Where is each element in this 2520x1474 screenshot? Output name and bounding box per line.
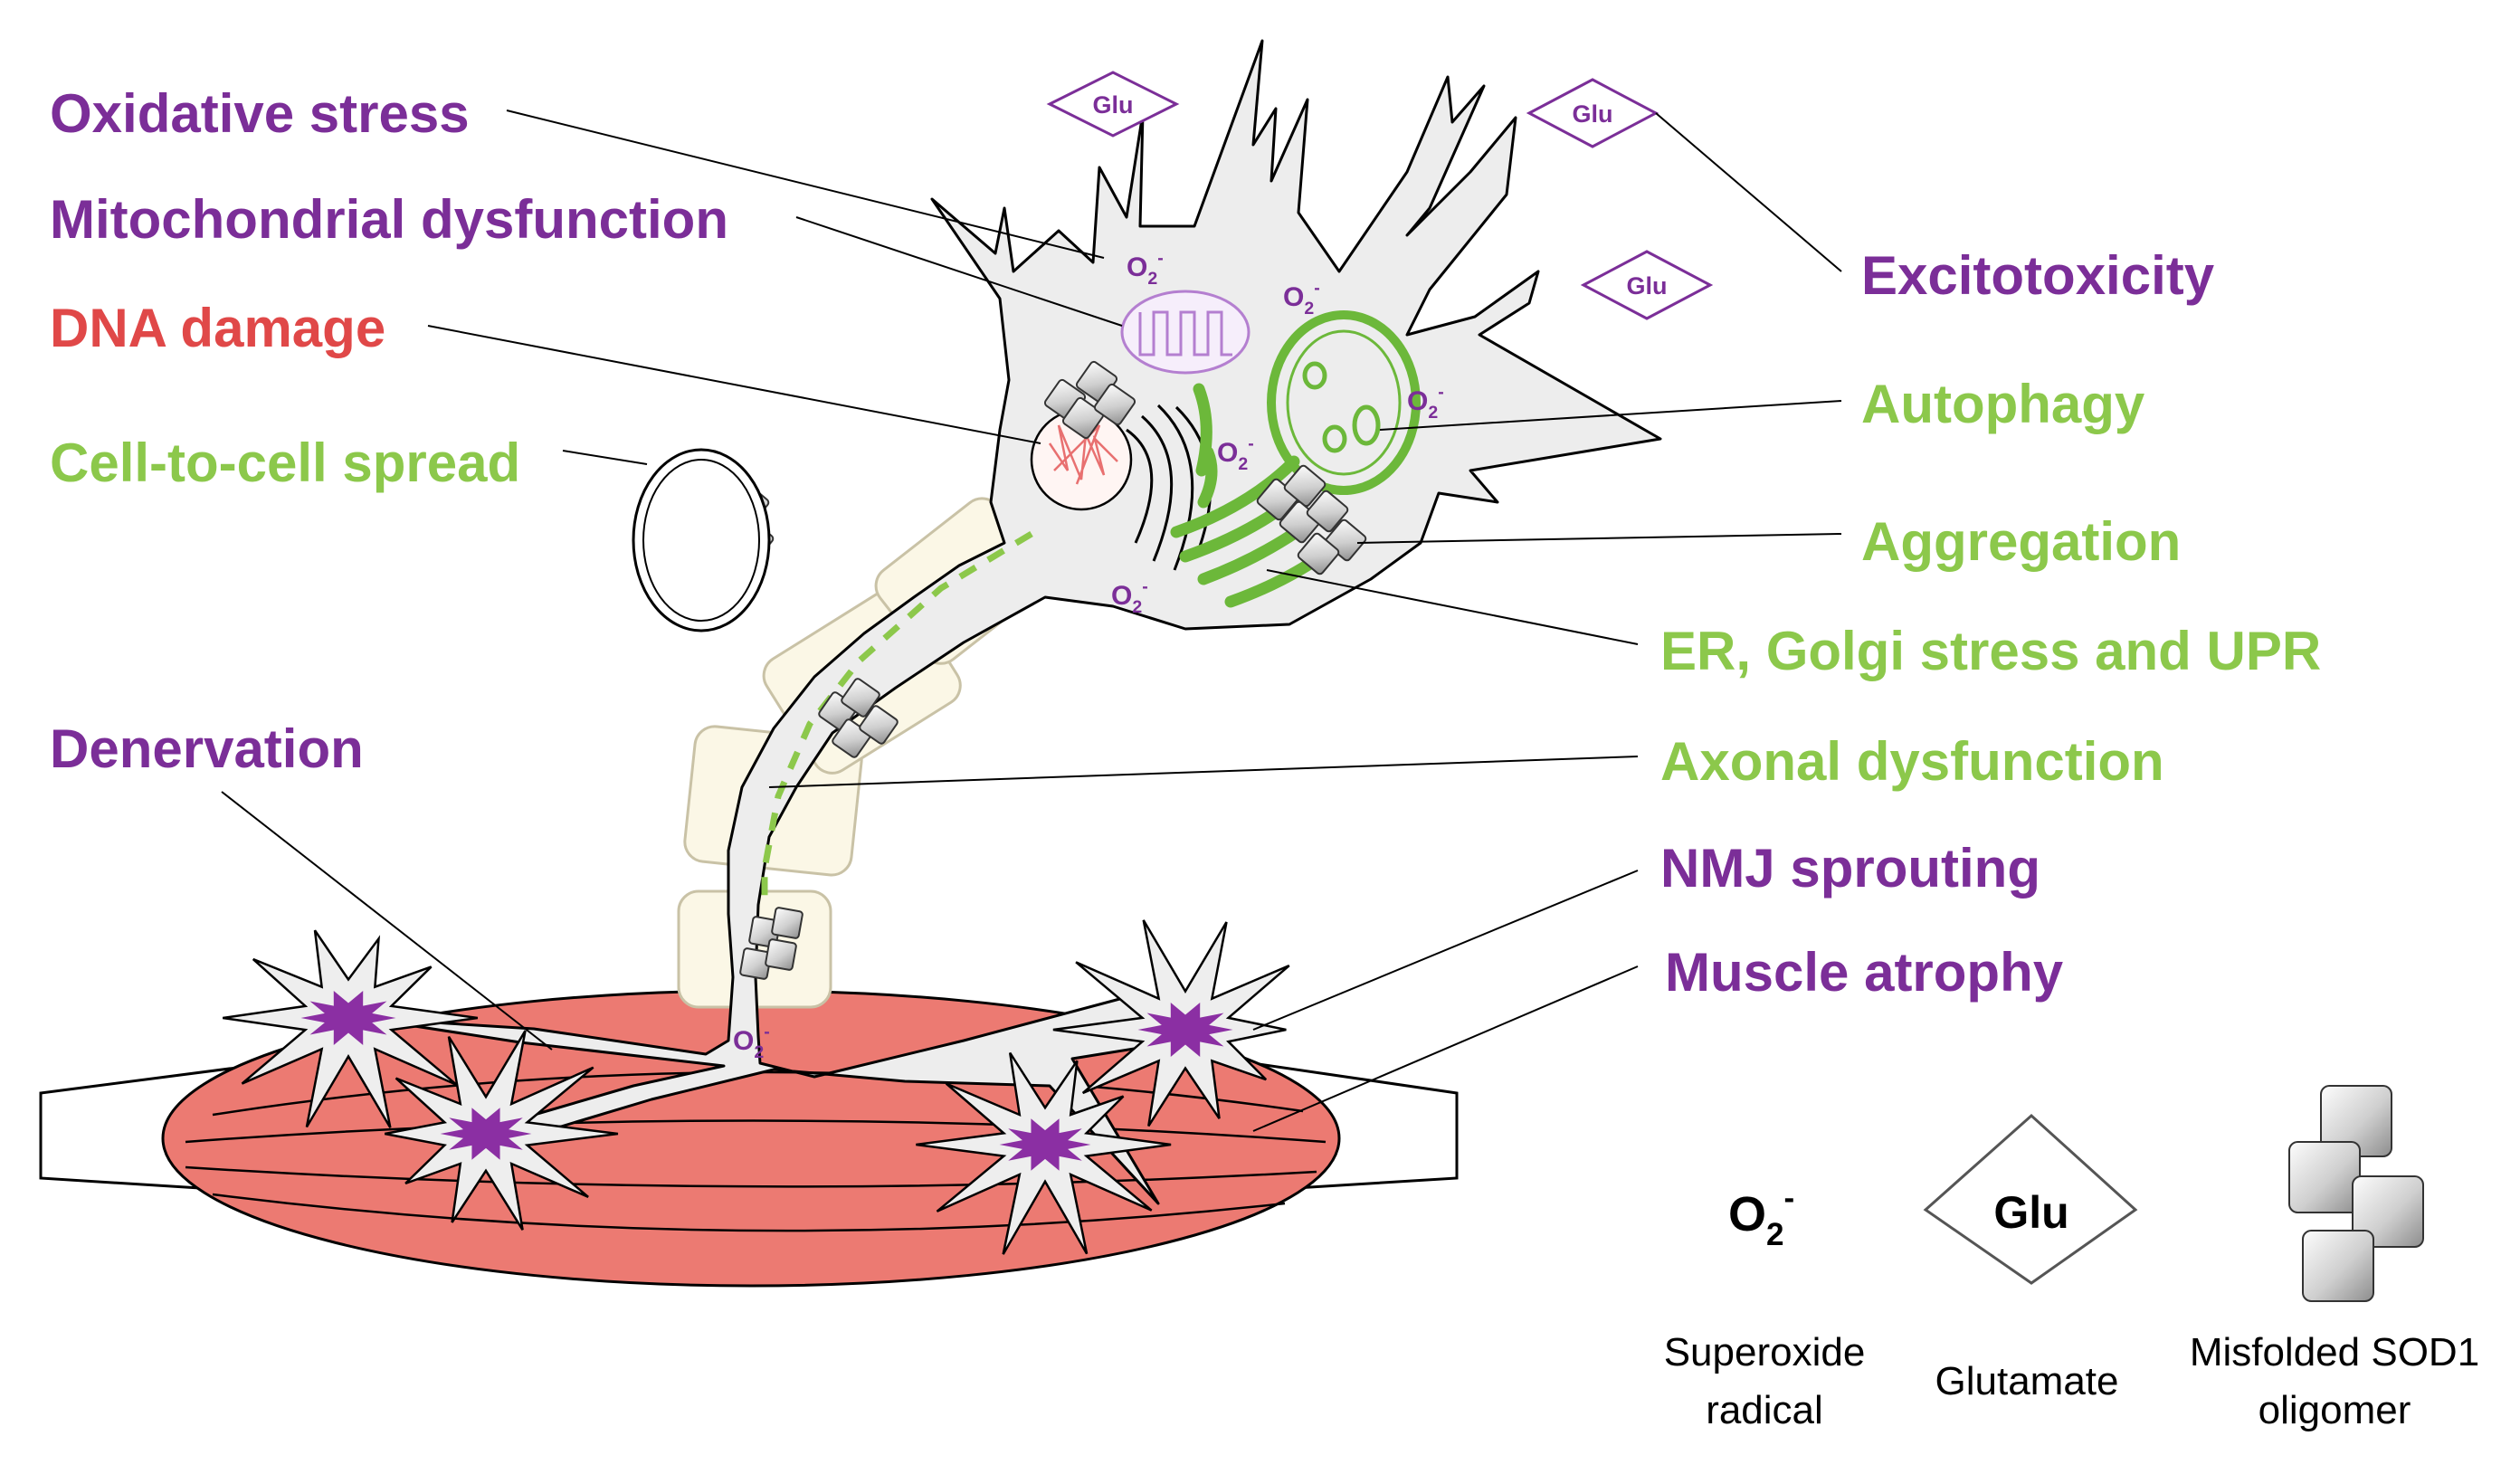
nmj-starburst [223,929,479,1128]
nmj-starburst [916,1051,1172,1255]
leader-autophagy [1379,400,1842,431]
leader-lines [221,109,1842,1132]
legend-sod1-cube [2352,1175,2424,1248]
motor-neuron [360,39,1662,1205]
label-dna-damage: DNA damage [50,298,386,358]
superoxide-marker: O2- [1407,383,1444,423]
svg-text:O2-: O2- [1728,1181,1794,1253]
label-autophagy: Autophagy [1861,374,2145,434]
nucleus [1030,408,1133,511]
legend-superoxide-line2: radical [1706,1387,1823,1432]
sod1-cube [1283,464,1327,508]
superoxide-marker: O2- [733,1022,770,1063]
leader-axonal [768,756,1639,788]
glu-tag-text: Glu [1627,272,1668,300]
label-aggregation: Aggregation [1861,511,2182,572]
glu-tag-text: Glu [1573,100,1613,128]
superoxide-marker: O2- [1111,577,1148,618]
sod1-cube [1093,383,1136,426]
leader-mitochondrial [795,216,1123,327]
legend-sod1-cube [2288,1141,2361,1213]
leader-dna-damage [427,325,1041,444]
leader-denervation [221,791,553,1051]
label-cell-to-cell-spread: Cell-to-cell spread [50,433,521,493]
glu-tag-text: Glu [1093,91,1134,119]
leader-muscle-atrophy [1252,965,1639,1132]
svg-text:O2-: O2- [1111,577,1148,618]
legend-superoxide-line1: Superoxide [1663,1330,1866,1374]
legend-sod1-caption: Misfolded SOD1 oligomer [2163,1324,2506,1440]
svg-text:O2-: O2- [1217,434,1254,475]
legend-sod1-line2: oligomer [2258,1387,2411,1432]
label-denervation: Denervation [50,718,364,779]
label-muscle-atrophy: Muscle atrophy [1665,942,2064,1003]
svg-text:O2-: O2- [1127,249,1164,290]
sod1-cube [771,907,804,939]
sod1-cube [1061,396,1105,440]
autophagosome [1267,310,1421,495]
extracellular-vesicle [632,448,771,632]
superoxide-marker: O2- [1217,434,1254,475]
damaged-dna [1048,424,1118,485]
axonal-transport-dashes [761,530,1033,905]
leader-nmj-sprouting [1252,870,1639,1031]
glu-tag-1: Glu [1046,71,1180,138]
legend-glutamate-icon: Glu [1923,1113,2138,1285]
sod1-cube [841,678,880,718]
label-oxidative-stress: Oxidative stress [50,83,470,144]
legend-glutamate-caption: Glutamate [1935,1359,2119,1403]
legend-superoxide-text: O2- [1728,1181,1794,1253]
glu-tag-3: Glu [1580,250,1714,320]
nmj-starburst [385,1030,619,1231]
superoxide-markers: O2- O2- O2- O2- O2- O2- [733,249,1444,1063]
leader-excitotoxicity [1655,112,1842,272]
leader-er-golgi [1266,569,1639,645]
label-excitotoxicity: Excitotoxicity [1861,245,2215,306]
neuromuscular-junctions [223,919,1290,1255]
leader-cell-spread [562,450,648,465]
svg-text:O2-: O2- [1283,279,1320,319]
superoxide-marker: O2- [1283,279,1320,319]
sod1-cube [859,705,899,745]
svg-text:O2-: O2- [1407,383,1444,423]
legend-sod1-icon [2288,1085,2424,1302]
leader-aggregation [1356,533,1842,544]
nmj-starburst [1052,919,1290,1127]
label-mitochondrial-dysfunction: Mitochondrial dysfunction [50,189,728,250]
legend-glu-text: Glu [1993,1187,2068,1238]
label-nmj-sprouting: NMJ sprouting [1660,838,2040,899]
sod1-cube [1297,532,1340,575]
label-er-golgi-upr: ER, Golgi stress and UPR [1660,621,2322,681]
sod1-cube [1306,490,1349,533]
svg-text:O2-: O2- [733,1022,770,1063]
glu-tag-2: Glu [1526,78,1659,148]
leader-oxidative-stress [506,109,1105,259]
mitochondrion [1120,290,1250,375]
legend-superoxide-icon: O2- [1728,1181,1794,1253]
legend-superoxide-caption: Superoxide radical [1647,1324,1882,1440]
legend-sod1-cube [2302,1230,2374,1302]
legend-sod1-line1: Misfolded SOD1 [2189,1330,2480,1374]
sod1-cube [765,938,797,971]
superoxide-marker: O2- [1127,249,1164,290]
label-axonal-dysfunction: Axonal dysfunction [1660,731,2164,792]
